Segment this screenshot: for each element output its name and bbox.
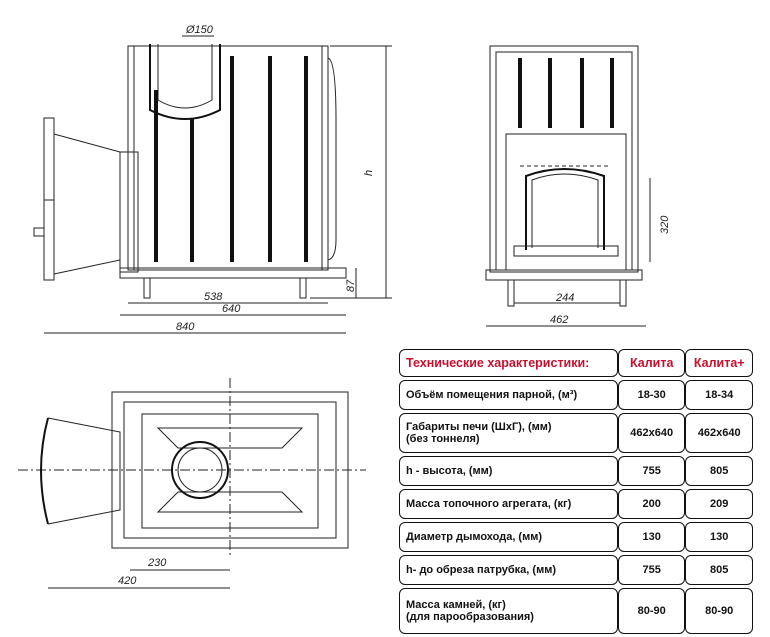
- table-row: Диаметр дымохода, (мм) 130 130: [399, 522, 753, 552]
- specs-header-row: Технические характеристики: Калита Калит…: [399, 349, 753, 377]
- specs-title: Технические характеристики:: [399, 349, 618, 377]
- spec-value-kalita-plus: 462х640: [685, 413, 753, 453]
- spec-name: h- до обреза патрубка, (мм): [399, 555, 618, 585]
- spec-value-kalita: 80-90: [617, 588, 686, 634]
- spec-value-kalita: 755: [617, 456, 686, 486]
- spec-subname: (без тоннеля): [406, 433, 480, 445]
- spec-name: h - высота, (мм): [399, 456, 618, 486]
- spec-value-kalita-plus: 80-90: [685, 588, 753, 634]
- spec-name: Масса топочного агрегата, (кг): [399, 489, 618, 519]
- table-row: h- до обреза патрубка, (мм) 755 805: [399, 555, 753, 585]
- spec-value-kalita-plus: 805: [685, 456, 753, 486]
- dim-door-width: 244: [555, 292, 574, 304]
- model-kalita-header: Калита: [617, 349, 686, 377]
- spec-name: Габариты печи (ШхГ), (мм): [406, 421, 552, 433]
- table-row: Масса камней, (кг) (для парообразования)…: [399, 588, 753, 634]
- table-row: Объём помещения парной, (м³) 18-30 18-34: [399, 380, 753, 410]
- technical-drawings: Ø150 h 87 538 640 840 320 244: [18, 24, 671, 589]
- spec-subname: (для парообразования): [406, 611, 534, 623]
- spec-value-kalita: 755: [617, 555, 686, 585]
- spec-name-cell: Масса камней, (кг) (для парообразования): [399, 588, 618, 634]
- dim-body-width: 462: [550, 314, 568, 326]
- spec-name-cell: Габариты печи (ШхГ), (мм) (без тоннеля): [399, 413, 618, 453]
- front-view: 320 244 462: [485, 45, 671, 327]
- spec-name: Масса камней, (кг): [406, 599, 506, 611]
- dim-inner-width: 538: [204, 291, 223, 303]
- spec-name: Объём помещения парной, (м³): [399, 380, 618, 410]
- dim-tunnel-offset: 230: [147, 557, 167, 569]
- table-row: Габариты печи (ШхГ), (мм) (без тоннеля) …: [399, 413, 753, 453]
- table-row: h - высота, (мм) 755 805: [399, 456, 753, 486]
- dim-leg-height: 87: [345, 279, 357, 292]
- spec-value-kalita-plus: 130: [685, 522, 753, 552]
- dim-chimney-diameter: Ø150: [185, 24, 214, 36]
- spec-value-kalita-plus: 805: [685, 555, 753, 585]
- spec-name: Диаметр дымохода, (мм): [399, 522, 618, 552]
- spec-value-kalita-plus: 18-34: [685, 380, 753, 410]
- model-kalita-plus-header: Калита+: [685, 349, 753, 377]
- dim-body-depth: 640: [222, 303, 241, 315]
- specs-table: Технические характеристики: Калита Калит…: [399, 346, 753, 637]
- top-view: 230 420: [18, 378, 366, 589]
- spec-value-kalita: 18-30: [617, 380, 686, 410]
- dim-door-height: 320: [659, 215, 671, 234]
- dim-height-label: h: [363, 170, 375, 176]
- spec-value-kalita: 130: [617, 522, 686, 552]
- side-view: Ø150 h 87 538 640 840: [33, 24, 392, 334]
- spec-value-kalita-plus: 209: [685, 489, 753, 519]
- spec-value-kalita: 200: [617, 489, 686, 519]
- dim-tunnel-length: 420: [118, 575, 137, 587]
- table-row: Масса топочного агрегата, (кг) 200 209: [399, 489, 753, 519]
- spec-value-kalita: 462х640: [617, 413, 686, 453]
- dim-total-length: 840: [176, 321, 195, 333]
